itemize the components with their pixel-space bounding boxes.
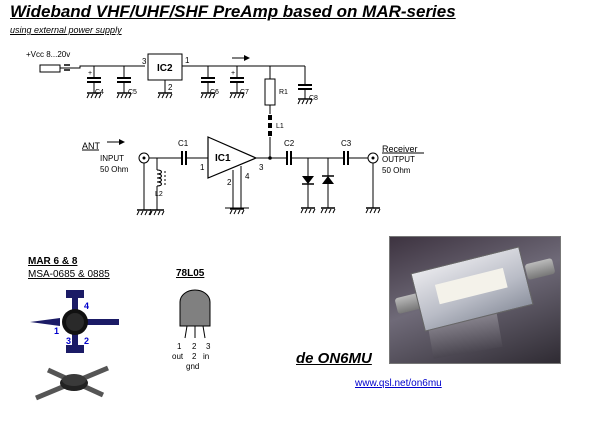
reg-pin1: 1 — [177, 342, 182, 351]
ic1-amplifier — [207, 136, 258, 179]
c1-label: C1 — [178, 139, 189, 148]
l1-label: L1 — [276, 123, 284, 130]
c2-label: C2 — [284, 139, 295, 148]
c3-label: C3 — [341, 139, 352, 148]
output-ohm-label: 50 Ohm — [382, 166, 411, 175]
reg-out-label: out — [172, 352, 184, 361]
mar-pin2: 2 — [84, 336, 89, 346]
preamp-photo — [389, 236, 561, 364]
reg-gnd-label: gnd — [186, 362, 199, 371]
mar-subheading: MSA-0685 & 0885 — [28, 269, 110, 280]
receiver-label: Receiver — [382, 144, 418, 154]
input-label: INPUT — [100, 154, 124, 163]
c6-label: C6 — [210, 89, 219, 96]
mar-package-top — [30, 290, 119, 353]
ic1-pin2: 2 — [227, 178, 232, 187]
svg-text:+: + — [88, 70, 92, 77]
ic1-pin3: 3 — [259, 163, 264, 172]
output-label: OUTPUT — [382, 155, 415, 164]
c7-label: C7 — [240, 89, 249, 96]
website-link[interactable]: www.qsl.net/on6mu — [355, 378, 442, 389]
ic1-label: IC1 — [215, 153, 231, 164]
ic2-pin3: 3 — [142, 57, 147, 66]
regulator-title: 78L05 — [176, 268, 205, 279]
svg-text:+: + — [231, 70, 235, 77]
ic1-pin4: 4 — [245, 172, 250, 181]
r1-label: R1 — [279, 89, 288, 96]
page-subtitle: using external power supply — [10, 25, 122, 35]
ic2-pin2: 2 — [168, 83, 173, 92]
author-label: de ON6MU — [296, 350, 372, 367]
ic2-pin1: 1 — [185, 56, 190, 65]
reg-pin2: 2 — [192, 342, 197, 351]
c8-label: C8 — [309, 95, 318, 102]
mar-pin4: 4 — [84, 301, 89, 311]
diode-2 — [322, 176, 334, 184]
mar-package-3d — [35, 365, 109, 401]
reg-pin3: 3 — [206, 342, 211, 351]
ic1-pin1: 1 — [200, 163, 205, 172]
c5-label: C5 — [128, 89, 137, 96]
r1-resistor — [264, 78, 276, 106]
supply-label: +Vcc 8...20v — [26, 50, 70, 59]
ic2-box — [147, 53, 183, 81]
ic2-label: IC2 — [157, 63, 173, 74]
mar-pin1: 1 — [54, 326, 59, 336]
mar-pin3: 3 — [66, 336, 71, 346]
supply-connector — [39, 64, 73, 73]
page-title: Wideband VHF/UHF/SHF PreAmp based on MAR… — [10, 2, 456, 21]
regulator-package — [179, 289, 211, 339]
input-ohm-label: 50 Ohm — [100, 165, 129, 174]
c4-label: C4 — [95, 89, 104, 96]
diode-1 — [302, 176, 314, 184]
l2-label: L2 — [155, 191, 163, 198]
mar-heading: MAR 6 & 8 — [28, 256, 78, 267]
reg-pin2-num: 2 — [192, 352, 197, 361]
reg-in-label: in — [203, 352, 209, 361]
ant-label: ANT — [82, 141, 101, 151]
